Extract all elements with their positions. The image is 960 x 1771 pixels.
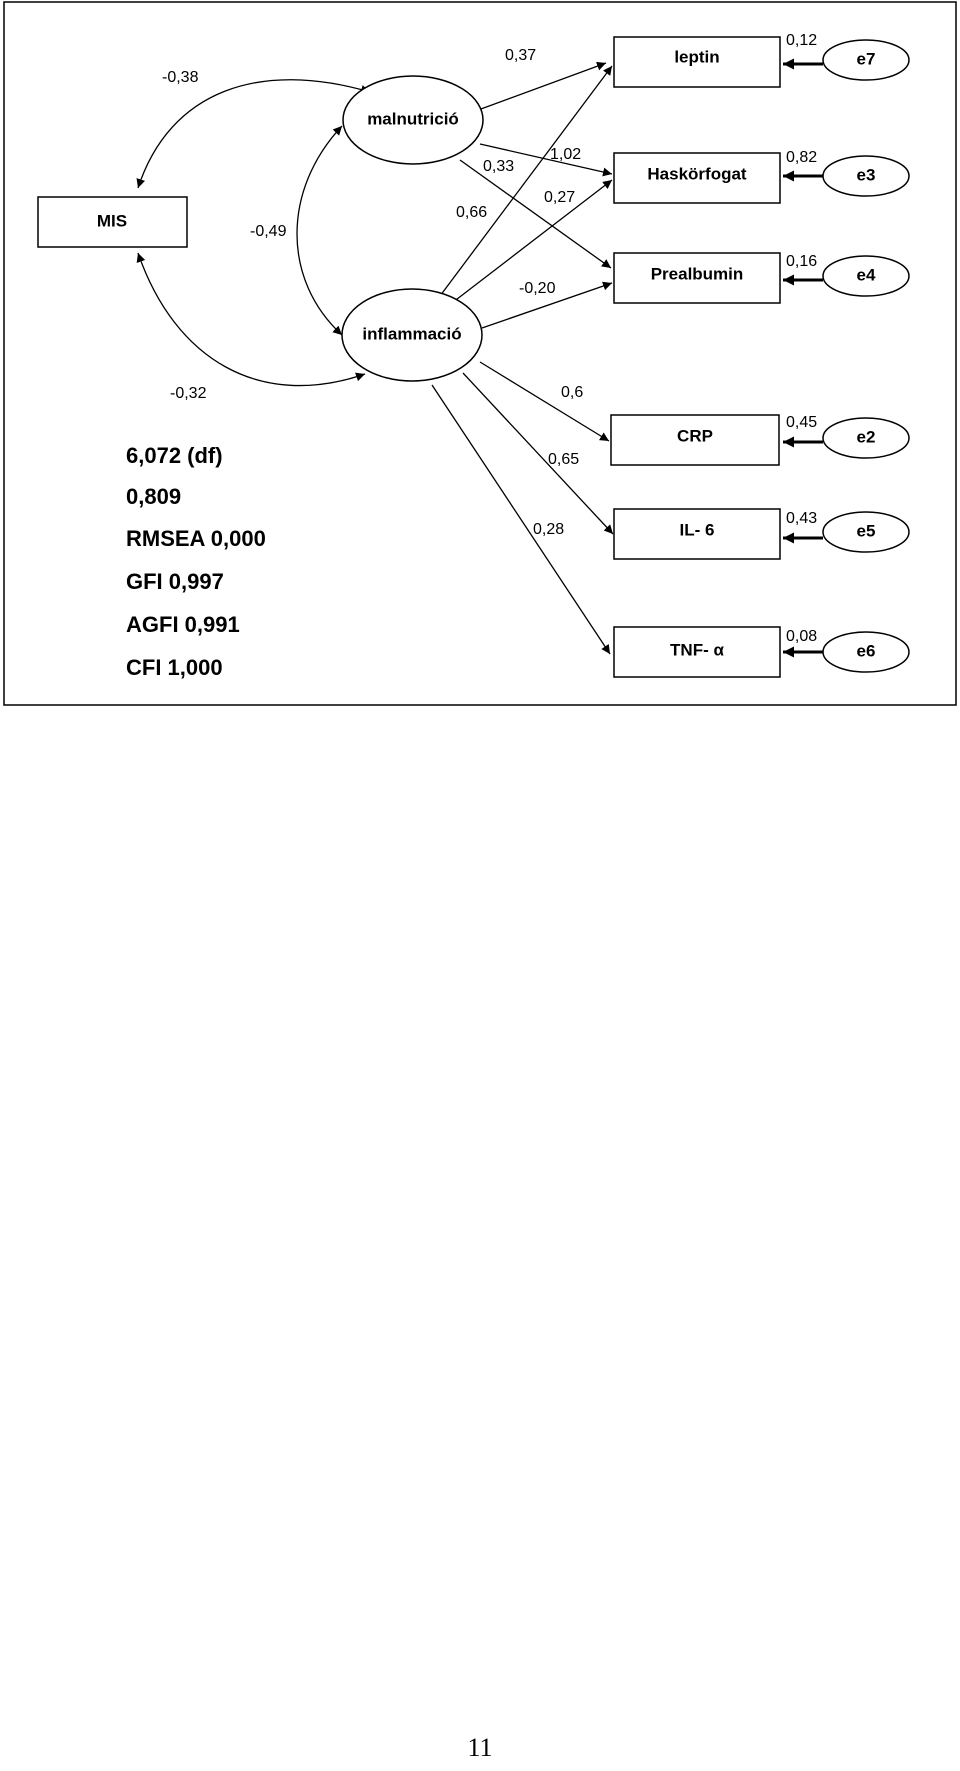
edge-label: 0,45 <box>786 414 817 431</box>
edge-malnutricio-leptin <box>469 61 607 114</box>
node-e4-label: e4 <box>857 265 876 284</box>
node-mis-label: MIS <box>97 211 127 230</box>
edge-label: 0,33 <box>483 158 514 175</box>
fit-stat: GFI 0,997 <box>126 569 224 594</box>
node-e7 <box>822 39 910 81</box>
node-e2 <box>822 417 910 459</box>
edge-inflammacio-haskorfogat <box>447 179 613 307</box>
edge-label: -0,49 <box>250 223 287 240</box>
edge-mis-inflammacio <box>136 252 366 387</box>
fit-stat: 0,809 <box>126 484 181 509</box>
node-e6 <box>822 631 910 673</box>
node-crp <box>610 414 780 466</box>
edge-label: 0,65 <box>548 451 579 468</box>
edge-label: 0,6 <box>561 384 583 401</box>
node-e6-label: e6 <box>857 641 876 660</box>
edge-label: 0,12 <box>786 32 817 49</box>
edge-malnutricio-prealbumin <box>459 159 612 269</box>
fit-stat: 6,072 (df) <box>126 443 223 468</box>
edge-label: 0,43 <box>786 510 817 527</box>
node-il6 <box>613 508 781 560</box>
edge-label: 1,02 <box>550 146 581 163</box>
node-crp-label: CRP <box>677 426 713 445</box>
edge-label: -0,38 <box>162 69 199 86</box>
edge-inflammacio-crp <box>479 361 610 442</box>
edge-label: 0,16 <box>786 253 817 270</box>
node-inflammacio <box>341 288 483 382</box>
fit-stat: CFI 1,000 <box>126 655 223 680</box>
edge-label: 0,37 <box>505 47 536 64</box>
node-inflammacio-label: inflammació <box>362 324 461 343</box>
node-e2-label: e2 <box>857 427 876 446</box>
edge-malnutricio-haskorfogat <box>479 143 613 177</box>
node-haskorfogat-label: Haskörfogat <box>647 164 747 183</box>
node-malnutricio-label: malnutrició <box>367 109 459 128</box>
edge-label: 0,27 <box>544 189 575 206</box>
edge-mis-malnutricio <box>136 79 371 189</box>
edge-malnutricio-inflammacio <box>296 125 343 336</box>
edge-inflammacio-il6 <box>462 372 614 535</box>
node-e3 <box>822 155 910 197</box>
edge-label: 0,28 <box>533 521 564 538</box>
node-e4 <box>822 255 910 297</box>
node-prealbumin <box>613 252 781 304</box>
fit-stat: AGFI 0,991 <box>126 612 240 637</box>
node-e7-label: e7 <box>857 49 876 68</box>
node-malnutricio <box>342 75 484 165</box>
fit-stat: RMSEA 0,000 <box>126 526 266 551</box>
edge-label: 0,82 <box>786 149 817 166</box>
node-e5-label: e5 <box>857 521 876 540</box>
edge-inflammacio-leptin <box>436 65 613 301</box>
edge-label: -0,20 <box>519 280 556 297</box>
node-e3-label: e3 <box>857 165 876 184</box>
path-diagram: MIS malnutrició inflammació leptin Haskö… <box>3 1 957 706</box>
node-mis <box>37 196 188 248</box>
node-prealbumin-label: Prealbumin <box>651 264 744 283</box>
edge-inflammacio-tnf <box>431 384 611 655</box>
page-number: 11 <box>467 1733 493 1762</box>
node-haskorfogat <box>613 152 781 204</box>
node-tnf-label: TNF- α <box>670 640 724 659</box>
node-leptin-label: leptin <box>674 47 719 66</box>
edge-label: 0,66 <box>456 204 487 221</box>
node-tnf <box>613 626 781 678</box>
node-il6-label: IL- 6 <box>680 520 715 539</box>
node-e5 <box>822 511 910 553</box>
edge-inflammacio-prealbumin <box>481 281 613 329</box>
edge-label: 0,08 <box>786 628 817 645</box>
node-leptin <box>613 36 781 88</box>
edge-label: -0,32 <box>170 385 207 402</box>
